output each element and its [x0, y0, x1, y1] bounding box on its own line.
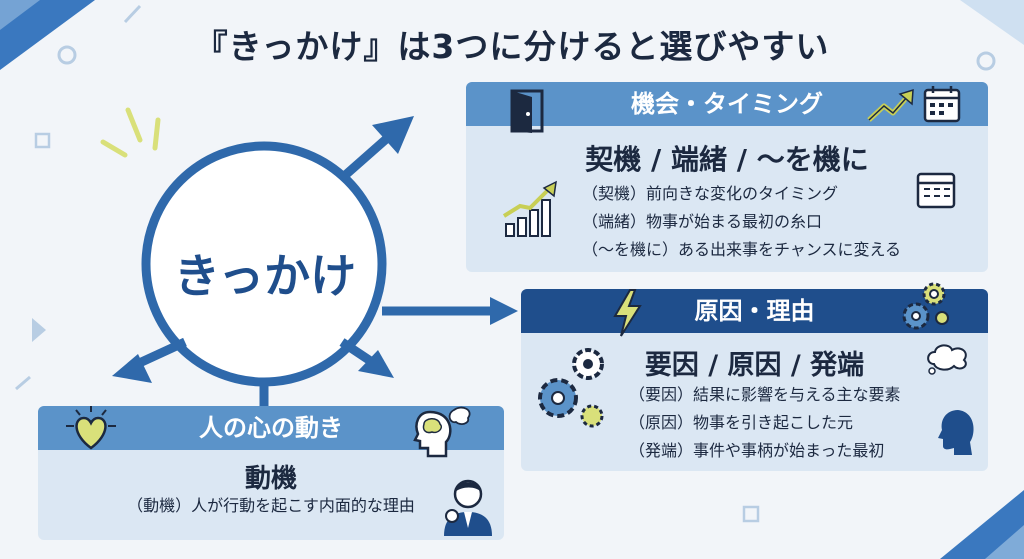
corner-decoration: [0, 0, 40, 30]
decoration-square: [34, 132, 51, 149]
center-label: きっかけ: [173, 249, 357, 303]
thought-bubble-icon: [927, 344, 967, 375]
brain-head-icon: [413, 406, 471, 458]
card-cause-main: 要因 / 原因 / 発端: [644, 350, 865, 381]
corner-decoration: [940, 490, 1024, 559]
card-timing-lines: （契機）前向きな変化のタイミング （端緒）物事が始まる最初の糸口 （〜を機に）あ…: [582, 180, 901, 264]
card-cause-lines: （要因）結果に影響を与える主な要素 （原因）物事を引き起こした元 （発端）事件や…: [629, 381, 901, 465]
gears-icon: [538, 348, 604, 428]
card-cause-line: （要因）結果に影響を与える主な要素: [629, 385, 901, 404]
decoration-line: [15, 375, 31, 391]
card-timing-line: （契機）前向きな変化のタイミング: [582, 184, 839, 203]
decoration-line: [123, 4, 142, 24]
arrow-right-head: [490, 297, 518, 325]
gears-icon: [902, 282, 949, 330]
card-timing-main: 契機 / 端緒 / 〜を機に: [585, 143, 869, 176]
decoration-square: [742, 505, 760, 523]
corner-decoration: [960, 0, 1024, 45]
card-cause-line: （発端）事件や事柄が始まった最初: [629, 441, 885, 460]
arrow-down-right-head: [358, 350, 394, 378]
door-icon: [510, 89, 544, 133]
card-heart-line: （動機）人が行動を起こす内面的な理由: [127, 496, 415, 515]
trend-arrow-icon: [867, 88, 914, 122]
growth-chart-icon: [502, 180, 557, 237]
card-timing-line: （端緒）物事が始まる最初の糸口: [582, 212, 823, 231]
card-heart-main: 動機: [244, 464, 297, 494]
lightning-icon: [613, 289, 642, 337]
corner-decoration: [0, 0, 95, 70]
decoration-triangle: [32, 318, 46, 342]
card-cause-line: （原因）物事を引き起こした元: [629, 413, 854, 432]
head-profile-icon: [938, 410, 974, 455]
decoration-circle: [976, 51, 996, 71]
arrow-up-right-head: [372, 116, 414, 154]
arrow-up-right: [339, 130, 395, 182]
card-timing: 機会・タイミング 契機 / 端緒 / 〜を機に （契機）前向きな変化のタイミング…: [466, 82, 988, 272]
card-timing-line: （〜を機に）ある出来事をチャンスに変える: [582, 240, 902, 259]
heart-icon: [66, 406, 116, 450]
arrow-down-right: [339, 338, 375, 366]
decoration-circle: [57, 45, 77, 65]
sparkle-icon: [100, 107, 161, 158]
arrow-down-left: [133, 337, 187, 370]
person-thinking-icon: [444, 479, 492, 536]
calendar-icon: [923, 86, 961, 123]
calendar-icon: [916, 172, 956, 209]
arrow-down-left-head: [112, 354, 152, 383]
page-title: 『きっかけ』は3つに分けると選びやすい: [194, 27, 830, 66]
corner-decoration: [985, 525, 1024, 559]
